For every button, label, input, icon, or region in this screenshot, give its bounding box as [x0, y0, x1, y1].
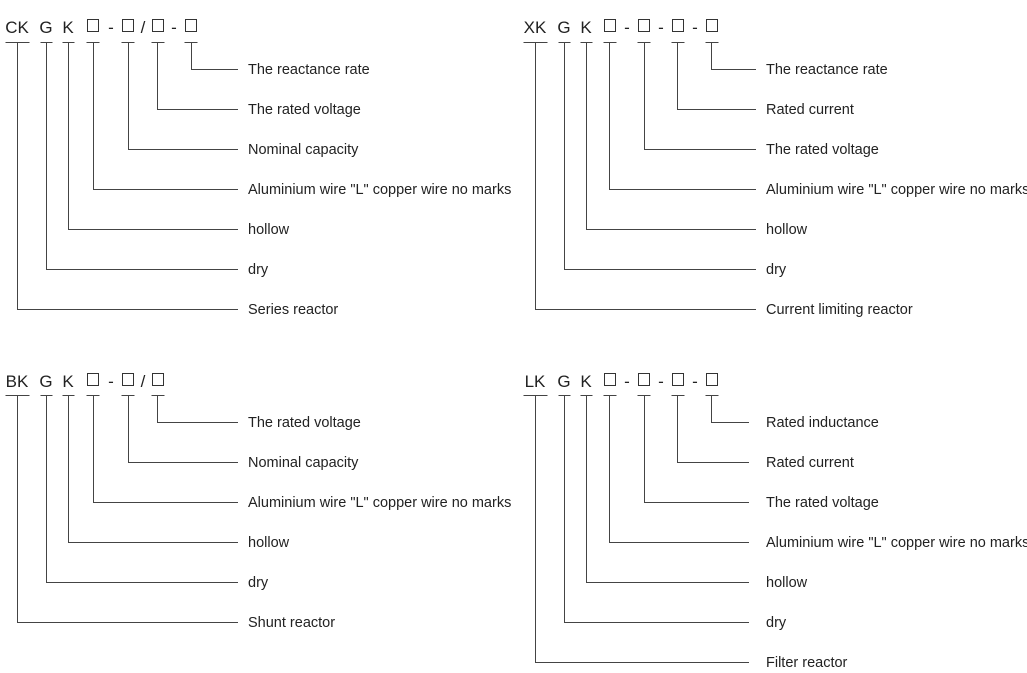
code-dry: G [39, 372, 52, 391]
code-separator: / [141, 372, 146, 391]
label-reactor-type: Filter reactor [766, 655, 848, 671]
label-reactor-type: Shunt reactor [248, 615, 335, 631]
code-hollow: K [62, 372, 74, 391]
code-separator: - [171, 18, 177, 37]
label-hollow: hollow [766, 575, 808, 591]
connector-lines [523, 395, 749, 663]
diagram-shunt-reactor: BK G K - / The rated voltage Nominal cap… [5, 372, 511, 631]
code-separator: - [108, 372, 114, 391]
diagram-filter-reactor: LK G K - - - Rated inductance Rated curr… [523, 372, 1027, 671]
label-wire-material: Aluminium wire "L" copper wire no marks [248, 182, 511, 198]
code-separator: - [658, 372, 664, 391]
label-reactor-type: Series reactor [248, 302, 338, 318]
code-slot-box [603, 18, 617, 33]
label-reactor-type: Current limiting reactor [766, 302, 913, 318]
code-dry: G [39, 18, 52, 37]
label-rated-inductance: Rated inductance [766, 415, 879, 431]
code-slot-box [637, 18, 651, 33]
code-separator: - [624, 18, 630, 37]
code-prefix: CK [5, 18, 29, 37]
label-rated-voltage: The rated voltage [248, 415, 361, 431]
label-wire-material: Aluminium wire "L" copper wire no marks [766, 535, 1027, 551]
code-hollow: K [580, 372, 592, 391]
label-rated-voltage: The rated voltage [766, 495, 879, 511]
diagram-current-limiting-reactor: XK G K - - - The reactance rate Rated cu… [523, 18, 1027, 318]
code-slot-box [151, 372, 165, 387]
code-separator: - [692, 372, 698, 391]
code-slot-box [671, 372, 685, 387]
label-dry: dry [766, 615, 787, 631]
code-slot-box [603, 372, 617, 387]
code-slot-box [671, 18, 685, 33]
connector-lines [5, 395, 238, 623]
label-rated-current: Rated current [766, 102, 854, 118]
code-separator: - [692, 18, 698, 37]
label-reactance-rate: The reactance rate [766, 62, 888, 78]
code-slot-box [184, 18, 198, 33]
code-hollow: K [62, 18, 74, 37]
label-rated-voltage: The rated voltage [248, 102, 361, 118]
code-prefix: XK [524, 18, 547, 37]
code-prefix: LK [525, 372, 546, 391]
code-slot-box [121, 372, 135, 387]
label-nominal-capacity: Nominal capacity [248, 455, 359, 471]
code-separator: - [624, 372, 630, 391]
code-slot-box [705, 372, 719, 387]
code-slot-box [121, 18, 135, 33]
code-hollow: K [580, 18, 592, 37]
label-nominal-capacity: Nominal capacity [248, 142, 359, 158]
code-separator: - [658, 18, 664, 37]
connector-lines [5, 42, 238, 310]
code-separator: - [108, 18, 114, 37]
label-dry: dry [248, 575, 269, 591]
label-rated-voltage: The rated voltage [766, 142, 879, 158]
label-hollow: hollow [248, 222, 290, 238]
label-hollow: hollow [248, 535, 290, 551]
code-slot-box [705, 18, 719, 33]
code-slot-box [86, 18, 100, 33]
label-wire-material: Aluminium wire "L" copper wire no marks [248, 495, 511, 511]
code-slot-box [637, 372, 651, 387]
label-rated-current: Rated current [766, 455, 854, 471]
label-dry: dry [248, 262, 269, 278]
code-dry: G [557, 372, 570, 391]
code-slot-box [86, 372, 100, 387]
label-dry: dry [766, 262, 787, 278]
connector-lines [523, 42, 756, 310]
label-hollow: hollow [766, 222, 808, 238]
label-reactance-rate: The reactance rate [248, 62, 370, 78]
code-dry: G [557, 18, 570, 37]
code-prefix: BK [6, 372, 29, 391]
label-wire-material: Aluminium wire "L" copper wire no marks [766, 182, 1027, 198]
code-separator: / [141, 18, 146, 37]
code-slot-box [151, 18, 165, 33]
diagram-series-reactor: CK G K - / - The reactance rate The rate… [5, 18, 511, 318]
